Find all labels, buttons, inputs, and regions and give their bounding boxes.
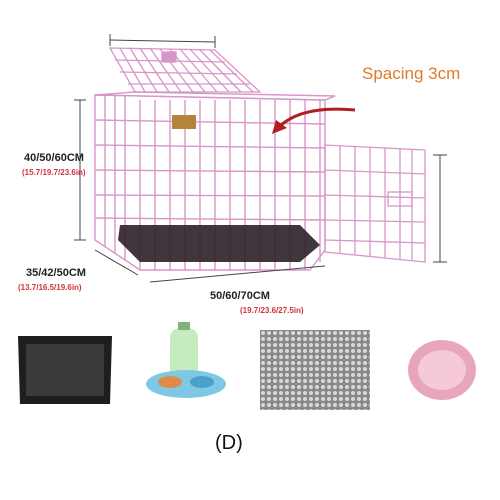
depth-dimension-line	[94, 249, 139, 276]
spacing-label: Spacing 3cm	[362, 64, 461, 83]
length-in-label: (19.7/23.6/27.5in)	[240, 306, 304, 315]
caption-label: (D)	[215, 432, 243, 454]
water-bottle-accessory	[146, 322, 226, 398]
height-cm-label: 40/50/60CM	[24, 152, 84, 164]
cage-tray	[118, 225, 320, 262]
width-in-label: (13.7/16.5/19.6in)	[18, 283, 82, 292]
spacing-arrow	[276, 107, 356, 130]
height-in-label: (15.7/19.7/23.6in)	[22, 168, 86, 177]
pet-bed-accessory	[408, 340, 476, 400]
right-dimension-line	[433, 154, 447, 263]
length-dimension-line	[149, 265, 326, 283]
width-cm-label: 35/42/50CM	[26, 267, 86, 279]
cage-door	[324, 144, 426, 263]
dog-cage-illustration	[74, 34, 447, 283]
top-dimension-line	[109, 34, 216, 48]
length-cm-label: 50/60/70CM	[210, 290, 270, 302]
height-dimension-line	[74, 99, 86, 241]
cage-nameplate	[172, 115, 196, 129]
mesh-mat-accessory	[260, 330, 370, 410]
cage-lid	[108, 47, 262, 93]
tray-accessory	[18, 336, 112, 404]
